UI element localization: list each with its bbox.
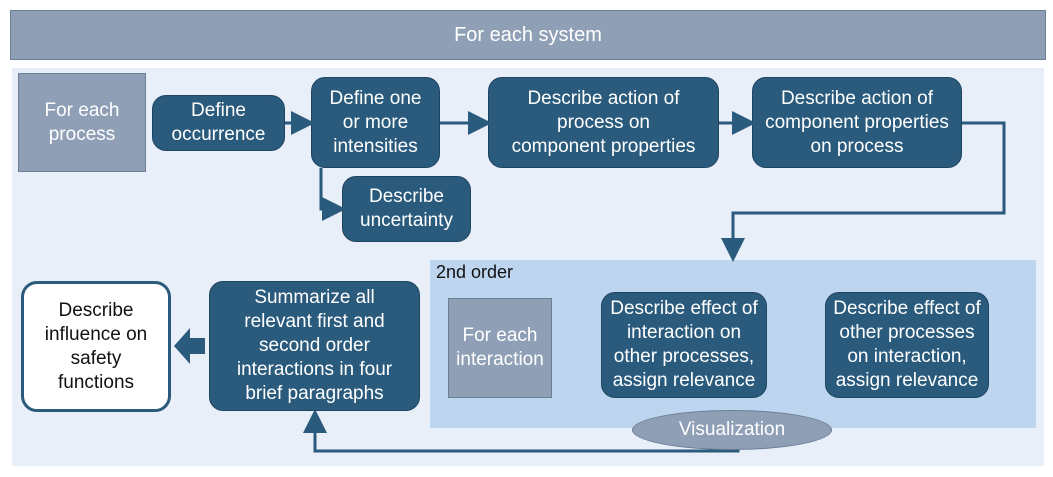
define-intensities-node: Define one or more intensities bbox=[311, 77, 440, 168]
describe-uncertainty-node: Describe uncertainty bbox=[342, 176, 471, 242]
visualization-ellipse: Visualization bbox=[632, 410, 832, 450]
block-arrow-summary-to-influence bbox=[174, 328, 205, 364]
system-loop-header: For each system bbox=[10, 10, 1046, 60]
define-occurrence-node: Define occurrence bbox=[152, 95, 285, 151]
interaction-loop-box: For each interaction bbox=[448, 298, 552, 398]
process-loop-box: For each process bbox=[18, 73, 146, 172]
influence-safety-node: Describe influence on safety functions bbox=[21, 281, 171, 412]
effect-on-other-processes-node: Describe effect of interaction on other … bbox=[601, 292, 767, 398]
second-order-label: 2nd order bbox=[436, 262, 514, 282]
arrow-intensities-to-uncertainty bbox=[319, 168, 346, 221]
effect-of-other-processes-node: Describe effect of other processes on in… bbox=[825, 292, 989, 398]
arrow-to-second-order bbox=[721, 121, 1006, 262]
visualization-label: Visualization bbox=[678, 419, 786, 440]
system-loop-title: For each system bbox=[454, 23, 602, 46]
action-properties-on-process-node: Describe action of component properties … bbox=[752, 77, 962, 168]
summarize-node: Summarize all relevant first and second … bbox=[209, 281, 420, 411]
